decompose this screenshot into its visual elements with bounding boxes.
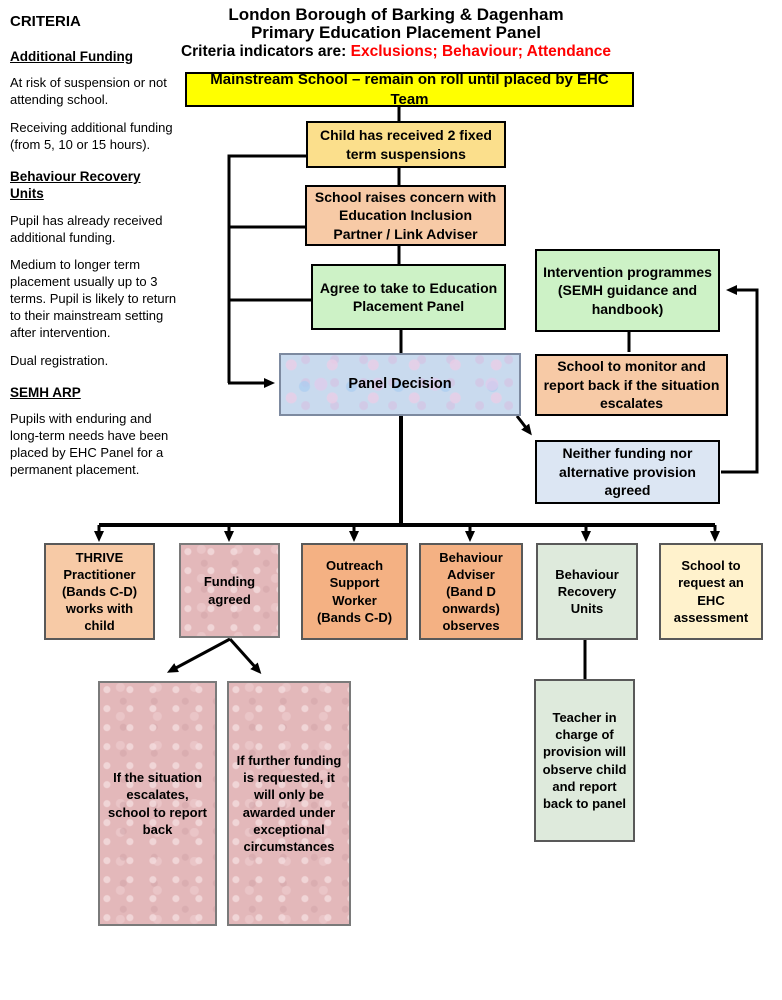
node-label: Teacher in charge of provision will obse…	[542, 710, 627, 811]
criteria-paragraph: Receiving additional funding (from 5, 10…	[10, 119, 173, 152]
node-school-raises-concern: School raises concern with Education Inc…	[305, 185, 506, 246]
criteria-paragraph: Pupils with enduring and long-term needs…	[10, 411, 169, 478]
edge-panel-neither-diagonal	[515, 415, 532, 436]
node-label: Child has received 2 fixed term suspensi…	[320, 127, 492, 162]
criteria-indicators-values: Exclusions; Behaviour; Attendance	[350, 43, 612, 60]
node-mainstream-school: Mainstream School – remain on roll until…	[185, 70, 634, 108]
node-label: Funding agreed	[203, 574, 256, 607]
edge-left-trunk	[227, 154, 307, 383]
criteria-indicators-prefix: Criteria indicators are:	[180, 43, 351, 60]
node-outreach-support-worker: Outreach Support Worker (Bands C-D)	[301, 543, 408, 640]
edge-funding-fork-left	[166, 637, 231, 673]
node-child-suspensions: Child has received 2 fixed term suspensi…	[306, 121, 506, 168]
criteria-paragraph: Pupil has already received additional fu…	[10, 212, 163, 245]
criteria-heading-semh-arp: SEMH ARP	[10, 384, 81, 400]
page-header: London Borough of Barking & Dagenham Pri…	[146, 5, 646, 61]
criteria-indicators-line: Criteria indicators are: Exclusions; Beh…	[146, 43, 646, 60]
node-label: Behaviour Adviser (Band D onwards) obser…	[439, 549, 503, 634]
node-ehc-assessment-request: School to request an EHC assessment	[659, 543, 763, 640]
node-label: School raises concern with Education Inc…	[314, 188, 497, 242]
node-label: Outreach Support Worker (Bands C-D)	[316, 558, 393, 625]
criteria-paragraph: Medium to longer term placement usually …	[10, 257, 177, 341]
node-label: Intervention programmes (SEMH guidance a…	[543, 263, 712, 317]
node-label: If further funding is requested, it will…	[236, 753, 342, 854]
node-intervention-programmes: Intervention programmes (SEMH guidance a…	[535, 249, 720, 332]
node-behaviour-recovery-units: Behaviour Recovery Units	[536, 543, 638, 640]
node-label: Panel Decision	[348, 375, 452, 392]
node-funding-agreed: Funding agreed	[179, 543, 280, 638]
node-label: Mainstream School – remain on roll until…	[210, 70, 609, 108]
node-further-funding: If further funding is requested, it will…	[227, 681, 351, 926]
node-panel-decision: Panel Decision	[279, 353, 521, 416]
node-behaviour-adviser: Behaviour Adviser (Band D onwards) obser…	[419, 543, 523, 640]
node-label: Behaviour Recovery Units	[555, 566, 619, 617]
node-agree-take-to-panel: Agree to take to Education Placement Pan…	[311, 264, 506, 330]
criteria-title: CRITERIA	[10, 13, 81, 30]
node-label: School to monitor and report back if the…	[543, 358, 720, 412]
edge-funding-fork-right	[228, 637, 262, 674]
node-label: If the situation escalates, school to re…	[108, 770, 207, 837]
criteria-heading-additional-funding: Additional Funding	[10, 48, 133, 64]
node-teacher-in-charge: Teacher in charge of provision will obse…	[534, 679, 635, 842]
criteria-heading-behaviour-recovery-units: Behaviour Recovery Units	[10, 168, 141, 202]
page-title-line2: Primary Education Placement Panel	[250, 23, 542, 42]
node-situation-escalates: If the situation escalates, school to re…	[98, 681, 217, 926]
criteria-sidebar: CRITERIA Additional Funding At risk of s…	[10, 12, 178, 490]
node-neither-funding-agreed: Neither funding nor alternative provisio…	[535, 440, 720, 504]
page-title-line1: London Borough of Barking & Dagenham	[228, 5, 564, 24]
node-thrive-practitioner: THRIVE Practitioner (Bands C-D) works wi…	[44, 543, 155, 640]
criteria-paragraph: At risk of suspension or not attending s…	[10, 75, 167, 107]
node-label: School to request an EHC assessment	[673, 558, 749, 625]
node-label: Agree to take to Education Placement Pan…	[319, 279, 498, 314]
node-label: Neither funding nor alternative provisio…	[559, 445, 696, 499]
criteria-paragraph: Dual registration.	[10, 352, 109, 368]
node-label: THRIVE Practitioner (Bands C-D) works wi…	[61, 549, 138, 634]
node-school-monitor: School to monitor and report back if the…	[535, 354, 728, 416]
